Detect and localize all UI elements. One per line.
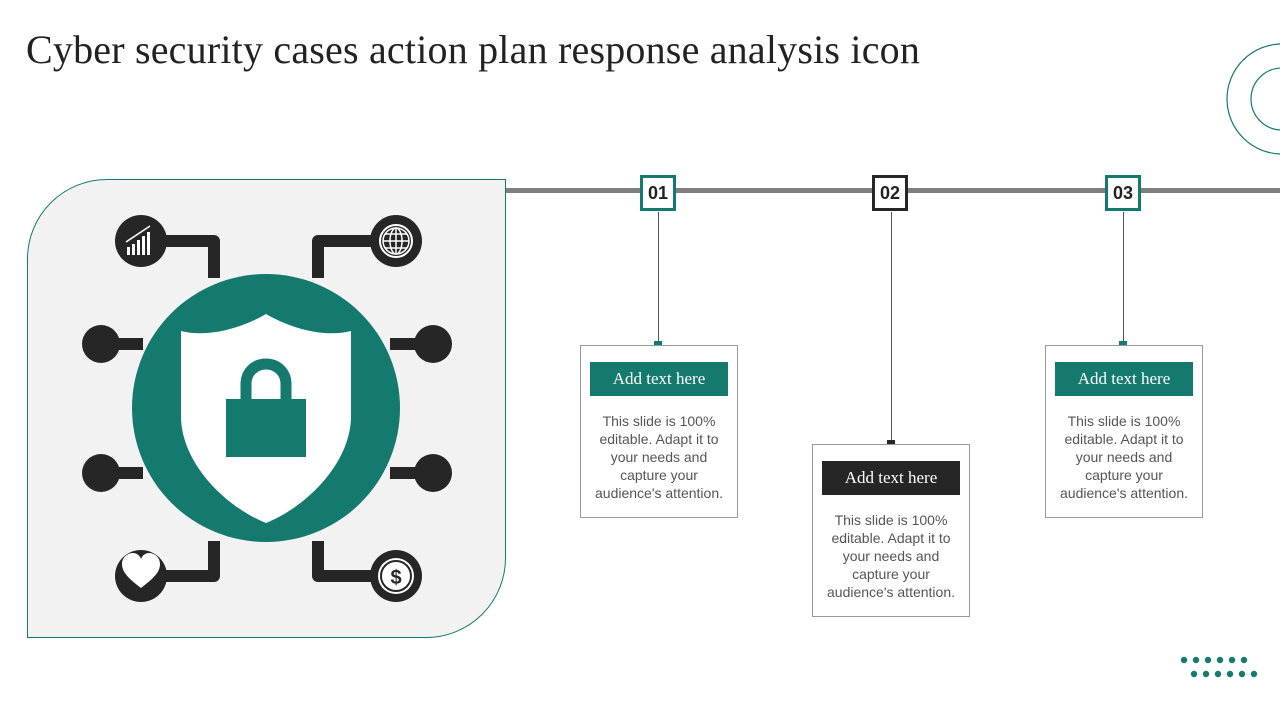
step-description: This slide is 100% editable. Adapt it to… [827,512,955,600]
dollar-coin-icon: $ [378,558,414,594]
step-label: Add text here [822,461,960,495]
heart-icon [122,553,160,588]
step-connector [891,212,892,444]
cyber-security-icon-panel: $ [27,179,506,638]
step-number: 03 [1112,183,1134,203]
shield-lock-icon [132,274,400,542]
step-card: Add text here This slide is 100% editabl… [580,345,738,518]
slide-title: Cyber security cases action plan respons… [26,27,921,72]
step-card: Add text here This slide is 100% editabl… [1045,345,1203,518]
step-connector [658,212,659,345]
step-connector [1123,212,1124,345]
svg-text:$: $ [390,567,401,589]
step-description: This slide is 100% editable. Adapt it to… [1060,413,1188,501]
cyber-security-network-icon: $ [82,215,452,602]
step-number: 02 [879,183,901,203]
step-number-box: 03 [1105,175,1141,211]
decorative-rings [1226,43,1280,155]
decorative-dots [1180,656,1258,678]
step-number-box: 02 [872,175,908,211]
step-label: Add text here [590,362,728,396]
step-number-box: 01 [640,175,676,211]
growth-chart-icon [125,225,151,255]
step-card: Add text here This slide is 100% editabl… [812,444,970,617]
step-number: 01 [647,183,669,203]
globe-icon [379,224,413,258]
step-description: This slide is 100% editable. Adapt it to… [595,413,723,501]
step-label: Add text here [1055,362,1193,396]
